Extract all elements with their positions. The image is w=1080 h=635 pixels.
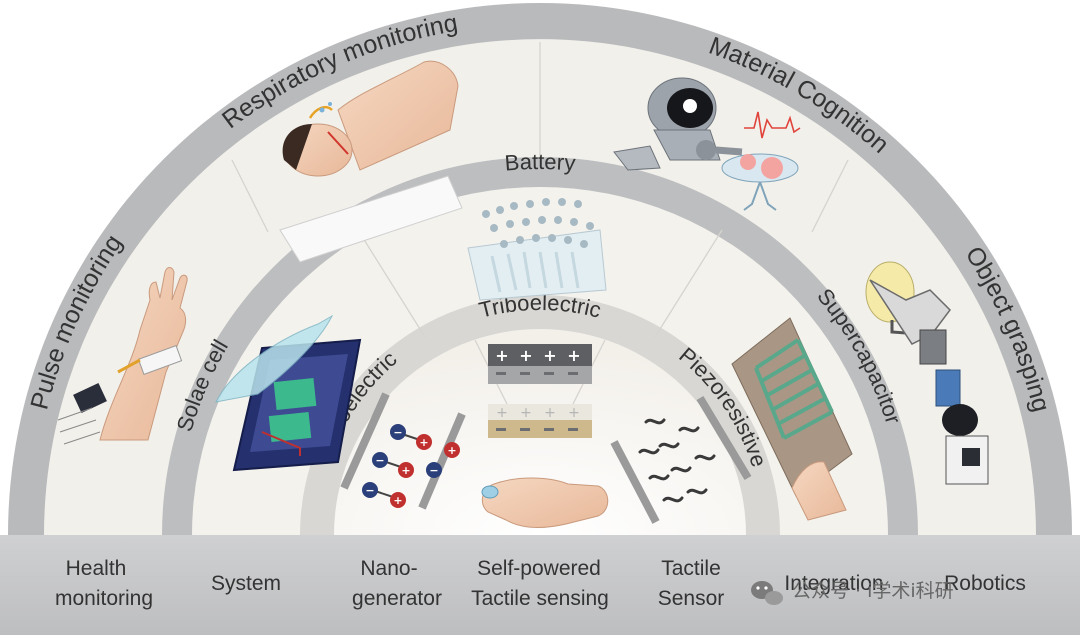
triboelectric-layers-illustration: + + + + + + + + — [488, 344, 592, 438]
svg-text:+: + — [401, 464, 410, 477]
respiratory-sleeping-person-illustration — [279, 60, 463, 263]
base-label-sensor: Sensor — [658, 587, 725, 610]
base-label-nano: Nano- — [360, 557, 417, 580]
base-label-generator: generator — [352, 587, 442, 610]
pointing-finger-illustration — [481, 477, 609, 528]
svg-text:+: + — [495, 346, 508, 365]
base-label-tactile-sensing: Tactile sensing — [471, 587, 609, 610]
svg-text:+: + — [519, 346, 532, 365]
base-bar — [0, 535, 1080, 635]
base-label-system: System — [211, 572, 281, 595]
solar-cell-illustration — [215, 314, 362, 472]
base-label-tactile: Tactile — [661, 557, 721, 580]
robot-material-cognition-illustration — [613, 77, 801, 211]
svg-text:+: + — [393, 494, 402, 507]
pulse-hand-illustration — [57, 267, 188, 445]
svg-text:+: + — [543, 346, 556, 365]
wechat-icon — [751, 581, 783, 605]
base-label-monitoring: monitoring — [55, 587, 153, 610]
battery-electrode-illustration — [467, 198, 607, 301]
piezoelectric-dipole-illustration: −+ −+ −+ −+ — [340, 392, 466, 510]
watermark-text: 公众号 · i学术i科研 — [792, 580, 954, 602]
robotic-gripper-illustration — [865, 261, 989, 485]
svg-text:+: + — [496, 405, 508, 421]
piezoresistive-illustration — [610, 395, 752, 524]
svg-text:−: − — [375, 454, 384, 467]
svg-text:+: + — [447, 444, 456, 457]
watermark: 公众号 · i学术i科研 — [751, 580, 954, 605]
svg-text:+: + — [544, 405, 556, 421]
svg-text:+: + — [520, 405, 532, 421]
base-label-self-powered: Self-powered — [477, 557, 601, 580]
svg-text:+: + — [567, 346, 580, 365]
svg-text:−: − — [429, 464, 438, 477]
svg-text:−: − — [393, 426, 402, 439]
base-labels: Health monitoring System Nano- generator… — [55, 557, 1026, 610]
base-label-robotics: Robotics — [944, 572, 1026, 595]
base-label-health: Health — [66, 557, 127, 580]
svg-text:+: + — [568, 405, 580, 421]
supercapacitor-illustration — [731, 317, 853, 521]
base-label-integration: Integration — [784, 572, 883, 595]
svg-text:+: + — [419, 436, 428, 449]
svg-text:−: − — [365, 484, 374, 497]
label-battery: Battery — [504, 149, 577, 176]
